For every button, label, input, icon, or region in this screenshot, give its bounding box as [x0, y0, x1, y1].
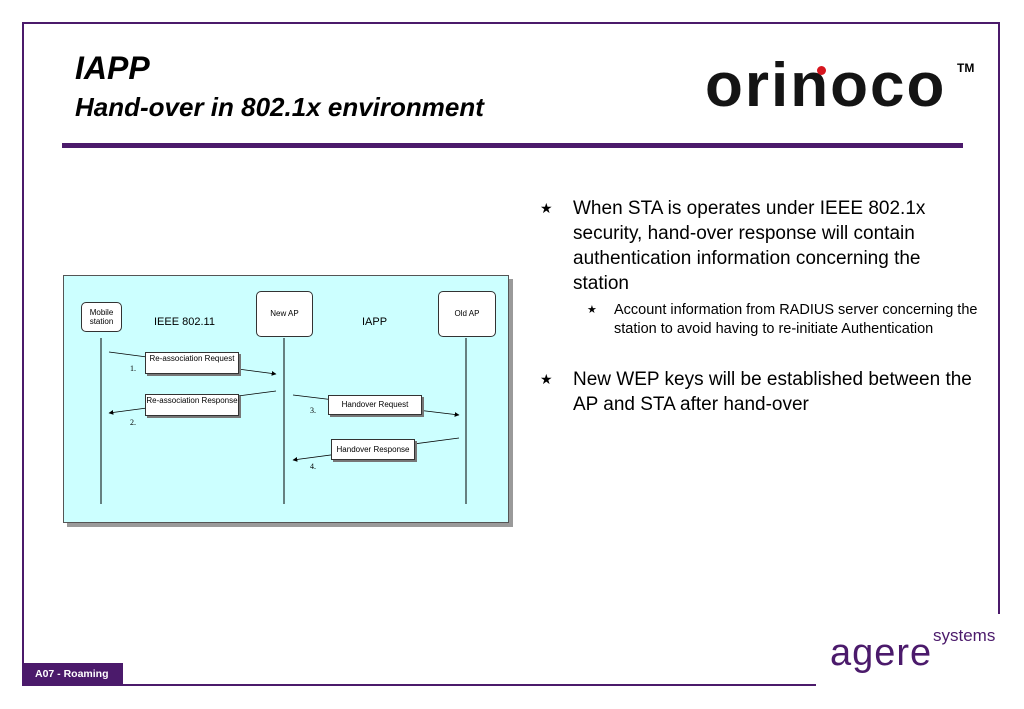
- handover-response-box: Handover Response: [331, 439, 415, 460]
- systems-logo-text: systems: [933, 626, 996, 645]
- new-ap-label: New AP: [270, 309, 299, 318]
- reassoc-request-label: Re-association Request: [149, 354, 235, 363]
- footer-section-tag: A07 - Roaming: [24, 663, 123, 685]
- step-1-label: 1.: [130, 364, 136, 373]
- old-ap-node: Old AP: [438, 291, 496, 337]
- reassoc-response-box: Re-association Response: [145, 394, 239, 416]
- star-bullet-icon: ★: [540, 200, 553, 216]
- frame-right-border: [998, 22, 1000, 614]
- agere-systems-logo: agere systems: [830, 622, 1010, 692]
- orinoco-trademark: TM: [957, 61, 975, 75]
- slide-title: IAPP: [75, 50, 150, 86]
- bullet-item: ★ When STA is operates under IEEE 802.1x…: [540, 196, 980, 296]
- sub-bullet-item: ★ Account information from RADIUS server…: [540, 301, 980, 339]
- handover-request-box: Handover Request: [328, 395, 422, 415]
- title-divider: [62, 143, 963, 148]
- step-2-label: 2.: [130, 418, 136, 427]
- mobile-station-node: Mobile station: [81, 302, 122, 332]
- mobile-station-label: Mobile station: [89, 308, 114, 326]
- frame-bottom-border: [22, 684, 816, 686]
- slide-subtitle: Hand-over in 802.1x environment: [75, 92, 484, 122]
- orinoco-logo-text: orinoco: [705, 51, 947, 120]
- step-3-label: 3.: [310, 406, 316, 415]
- step-4-label: 4.: [310, 462, 316, 471]
- new-ap-node: New AP: [256, 291, 313, 337]
- bullet-list: ★ When STA is operates under IEEE 802.1x…: [540, 196, 980, 417]
- handover-request-label: Handover Request: [341, 400, 409, 409]
- star-bullet-icon: ★: [587, 304, 597, 316]
- iapp-handover-diagram: Mobile station New AP Old AP IEEE 802.11…: [63, 275, 509, 523]
- bullet-text: When STA is operates under IEEE 802.1x s…: [573, 198, 926, 294]
- old-ap-label: Old AP: [454, 309, 480, 318]
- bullet-item: ★ New WEP keys will be established betwe…: [540, 367, 980, 417]
- frame-left-border: [22, 22, 24, 686]
- star-bullet-icon: ★: [540, 371, 553, 387]
- iapp-label: IAPP: [362, 316, 388, 328]
- bullet-text: New WEP keys will be established between…: [573, 369, 972, 415]
- handover-response-label: Handover Response: [336, 445, 410, 454]
- orinoco-logo-dot: [817, 66, 826, 75]
- ieee-80211-label: IEEE 802.11: [154, 316, 215, 328]
- frame-top-border: [22, 22, 1000, 24]
- reassoc-response-label: Re-association Response: [146, 396, 238, 405]
- sub-bullet-text: Account information from RADIUS server c…: [614, 302, 978, 337]
- reassoc-request-box: Re-association Request: [145, 352, 239, 374]
- orinoco-logo: orinoco TM: [705, 55, 974, 117]
- agere-logo-text: agere: [830, 632, 933, 674]
